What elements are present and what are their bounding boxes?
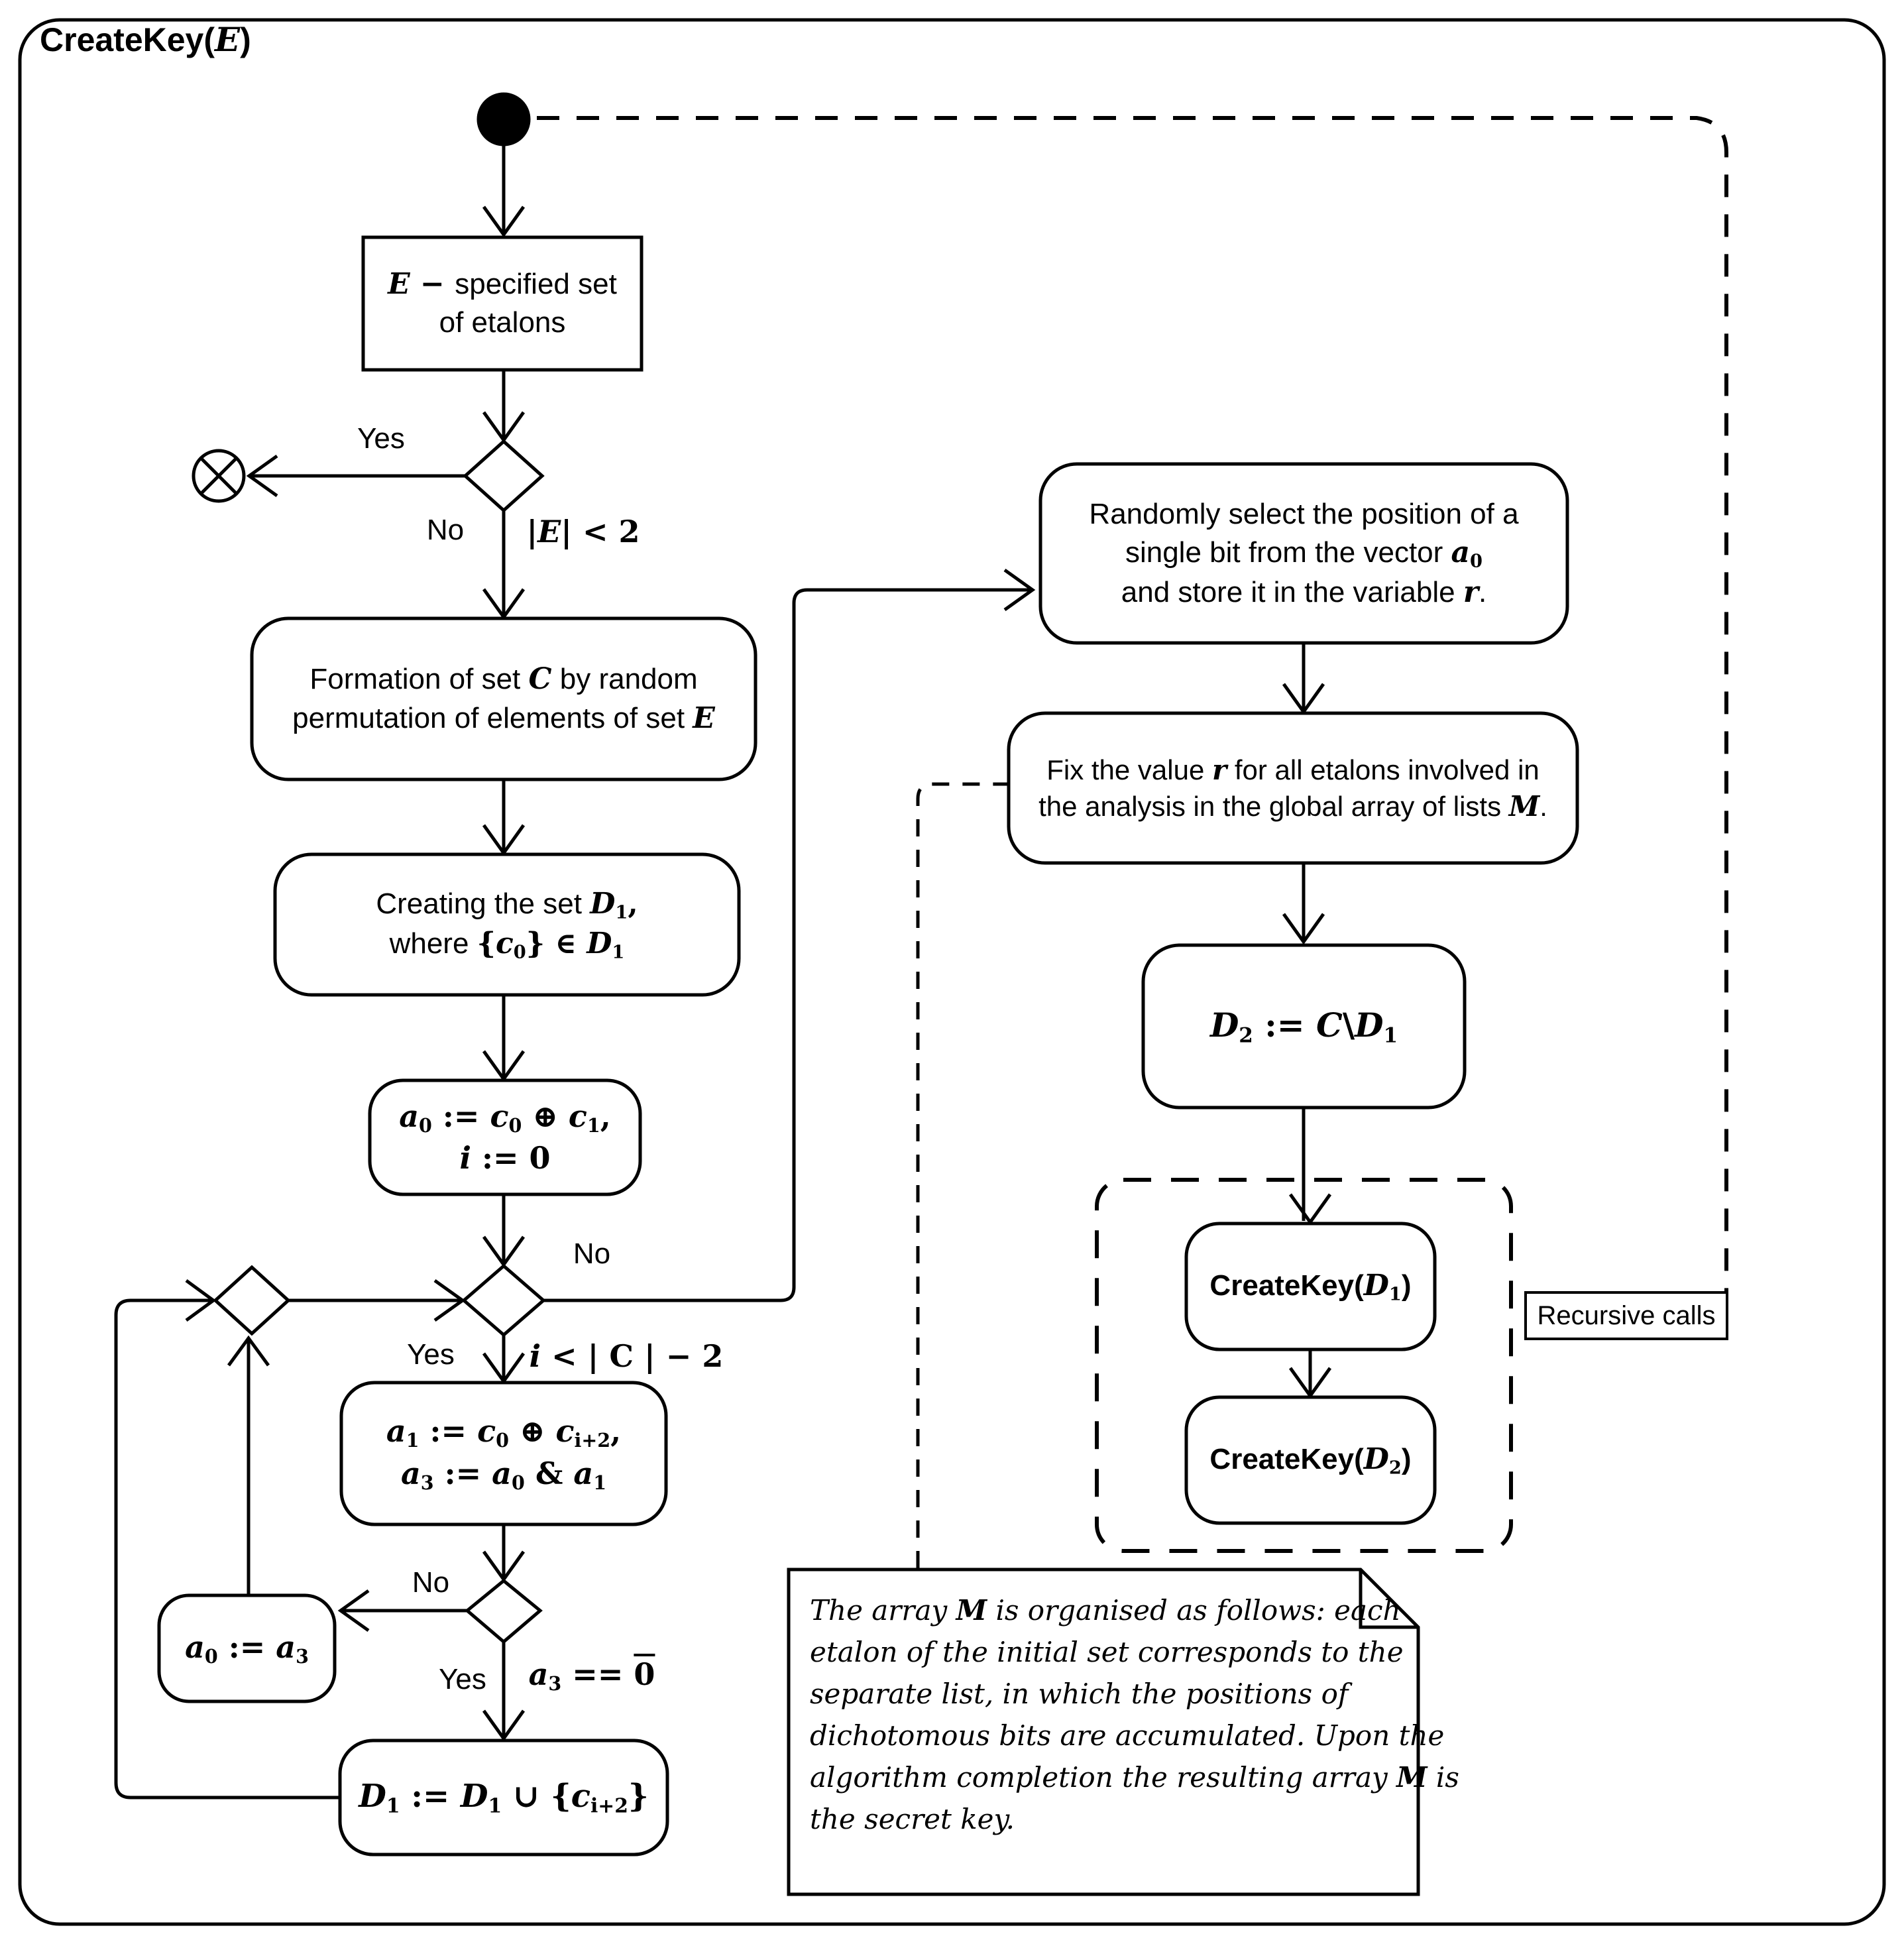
recursive-calls-label: Recursive calls	[1524, 1291, 1728, 1340]
diagram-title: CreateKey(E)	[40, 20, 251, 59]
node-union-d1: D1 := D1 ∪ {ci+2}	[359, 1778, 649, 1818]
node-d2-assignment: D2 := C\D1	[1209, 1005, 1398, 1048]
node-createkey-d1: CreateKey(D1)	[1209, 1269, 1412, 1305]
randomly-shape	[1038, 462, 1569, 645]
node-body-a1-a3: a1 := c0 ⊕ ci+2,a3 := a0 & a1	[386, 1413, 622, 1494]
label-yes-e-check: Yes	[357, 422, 405, 455]
node-createkey-d2: CreateKey(D2)	[1209, 1442, 1412, 1479]
node-creating-d1: Creating the set D1,where {c0} ∈ D1	[376, 887, 638, 963]
label-no-e-check: No	[426, 514, 465, 546]
creating-shape	[273, 852, 741, 997]
ck2-shape	[1184, 1395, 1437, 1525]
label-yes-zero-test: Yes	[439, 1663, 486, 1695]
union-shape	[338, 1739, 669, 1857]
assign-shape	[157, 1593, 337, 1703]
diagram-frame	[18, 18, 1886, 1926]
ebox-shape	[361, 235, 644, 372]
guard-e-less-2: |E| < 2	[526, 514, 640, 549]
node-assign-a0-a3: a0 := a3	[185, 1629, 309, 1668]
guard-a3-zero: a3 == 0	[528, 1656, 655, 1695]
node-fix-value-r: Fix the value r for all etalons involved…	[1038, 753, 1547, 823]
loop-test-shape	[461, 1263, 546, 1338]
merge-shape	[213, 1265, 291, 1336]
note-comment: The array M is organised as follows: eac…	[810, 1594, 1459, 1835]
fix-shape	[1007, 711, 1579, 865]
init-shape	[368, 1078, 642, 1196]
body-shape	[339, 1381, 668, 1526]
formation-shape	[250, 616, 757, 781]
note-shape	[787, 1568, 1420, 1896]
zero-test-shape	[465, 1578, 543, 1644]
label-no-zero-test: No	[412, 1566, 450, 1599]
note-dashed-connector	[916, 782, 1011, 1568]
ck1-shape	[1184, 1222, 1437, 1351]
d2-shape	[1141, 943, 1467, 1110]
label-yes-loop-test: Yes	[407, 1338, 455, 1371]
label-no-loop-test: No	[573, 1237, 611, 1270]
start-node	[476, 92, 531, 146]
decision-e-shape	[463, 439, 545, 513]
note-fold-icon	[1359, 1570, 1418, 1629]
guard-i-less-c-2: i < | C | − 2	[529, 1338, 724, 1374]
node-init-a0: a0 := c0 ⊕ c1,i := 0	[399, 1098, 611, 1176]
